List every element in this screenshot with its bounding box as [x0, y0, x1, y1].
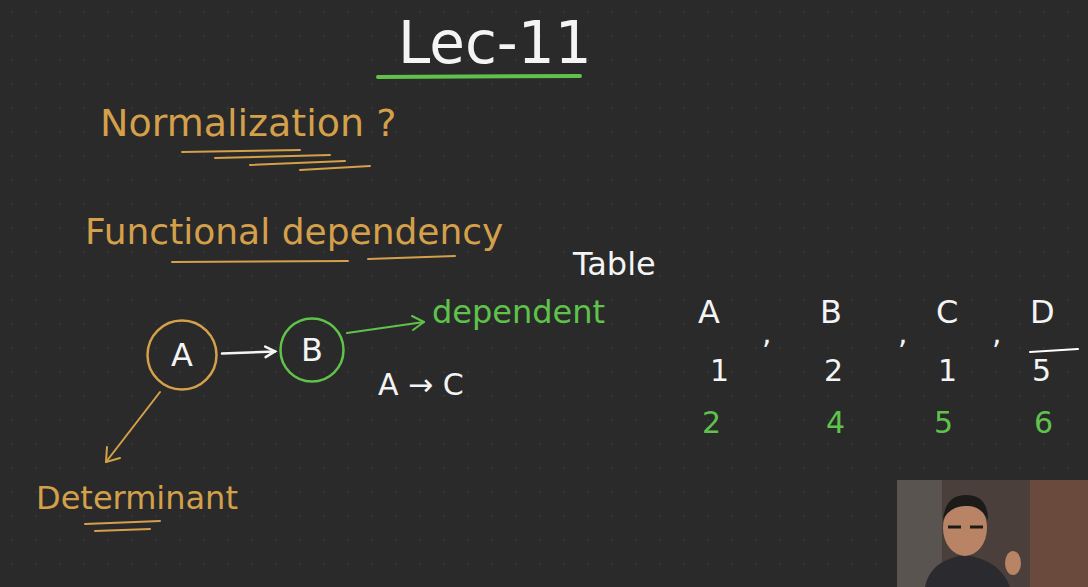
table-separator: ,	[992, 318, 1002, 348]
table-separator: ,	[762, 318, 772, 348]
determinant-label: Determinant	[36, 482, 238, 514]
webcam-curtain	[1030, 480, 1088, 587]
table-header: B	[820, 296, 842, 328]
node-letter: A	[146, 339, 218, 371]
lecture-title: Lec-11	[398, 14, 592, 72]
table-label: Table	[573, 248, 656, 280]
person-glasses	[948, 526, 983, 529]
table-cell: 4	[826, 408, 845, 438]
person-hair	[943, 495, 988, 520]
table-cell: 6	[1034, 408, 1053, 438]
determinant-circle: A	[146, 319, 218, 391]
table-header: D	[1030, 296, 1055, 328]
webcam-frame	[897, 480, 1088, 587]
table-header: C	[936, 296, 958, 328]
leader-line	[347, 322, 424, 333]
node-letter: B	[279, 334, 345, 366]
leader-line	[106, 392, 160, 462]
table-cell: 2	[702, 408, 721, 438]
emphasis-underline	[85, 521, 160, 531]
table-cell: 1	[710, 356, 729, 386]
title-underline	[378, 76, 580, 77]
arrowhead	[265, 347, 275, 358]
dependent-label: dependent	[432, 296, 605, 328]
emphasis-underline	[172, 256, 455, 262]
table-cell: 2	[824, 356, 843, 386]
table-cell: 1	[938, 356, 957, 386]
webcam-overlay	[897, 480, 1088, 587]
emphasis-underline	[182, 150, 370, 170]
person-hand	[1005, 551, 1021, 575]
table-cell: 5	[934, 408, 953, 438]
table-stroke	[1030, 349, 1078, 352]
dependent-circle: B	[279, 317, 345, 383]
table-separator: ,	[898, 318, 908, 348]
dependency-example: A → C	[378, 370, 464, 400]
topic-heading: Normalization ?	[100, 104, 396, 142]
table-header: A	[698, 296, 720, 328]
table-cell: 5	[1032, 356, 1051, 386]
leader-arrowhead	[412, 316, 424, 330]
topic-heading: Functional dependency	[85, 214, 503, 250]
arrow-shaft	[222, 351, 275, 353]
leader-arrowhead	[106, 447, 120, 462]
person-body	[925, 555, 1010, 587]
dependency-arrow	[222, 347, 275, 358]
